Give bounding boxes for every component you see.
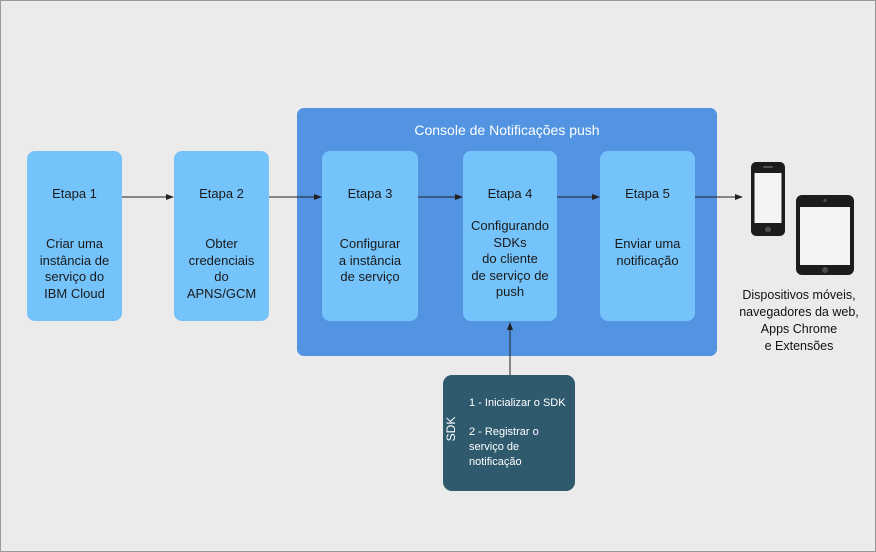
step-3-description: Configurar a instância de serviço	[338, 236, 402, 284]
step-5-box: Etapa 5 Enviar uma notificação	[600, 151, 695, 321]
phone-icon	[751, 162, 785, 236]
step-3-box: Etapa 3 Configurar a instância de serviç…	[322, 151, 418, 321]
console-title: Console de Notificações push	[414, 122, 600, 138]
step-1-label: Etapa 1	[52, 186, 97, 201]
step-3-label: Etapa 3	[347, 186, 393, 201]
step-1-description: Criar uma instância de serviço do IBM Cl…	[39, 236, 110, 301]
step-2-label: Etapa 2	[199, 186, 244, 201]
devices-label: Dispositivos móveis, navegadores da web,…	[739, 288, 859, 353]
step-4-box: Etapa 4 Configurando SDKs do cliente de …	[463, 151, 557, 321]
step-5-description: Enviar uma notificação	[614, 236, 681, 268]
step-2-description: Obter credenciais do APNS/GCM	[186, 236, 257, 301]
step-1-box: Etapa 1 Criar uma instância de serviço d…	[27, 151, 122, 321]
step-5-label: Etapa 5	[625, 186, 670, 201]
sdk-step-initialize: 1 - Inicializar o SDK	[469, 397, 566, 409]
tablet-icon	[796, 195, 854, 275]
step-4-label: Etapa 4	[487, 186, 533, 201]
sdk-box	[443, 375, 575, 491]
sdk-step-register: 2 - Registrar o serviço de notificação	[469, 426, 539, 468]
step-2-box: Etapa 2 Obter credenciais do APNS/GCM	[174, 151, 269, 321]
step-4-description: Configurando SDKs do cliente de serviço …	[470, 218, 550, 299]
